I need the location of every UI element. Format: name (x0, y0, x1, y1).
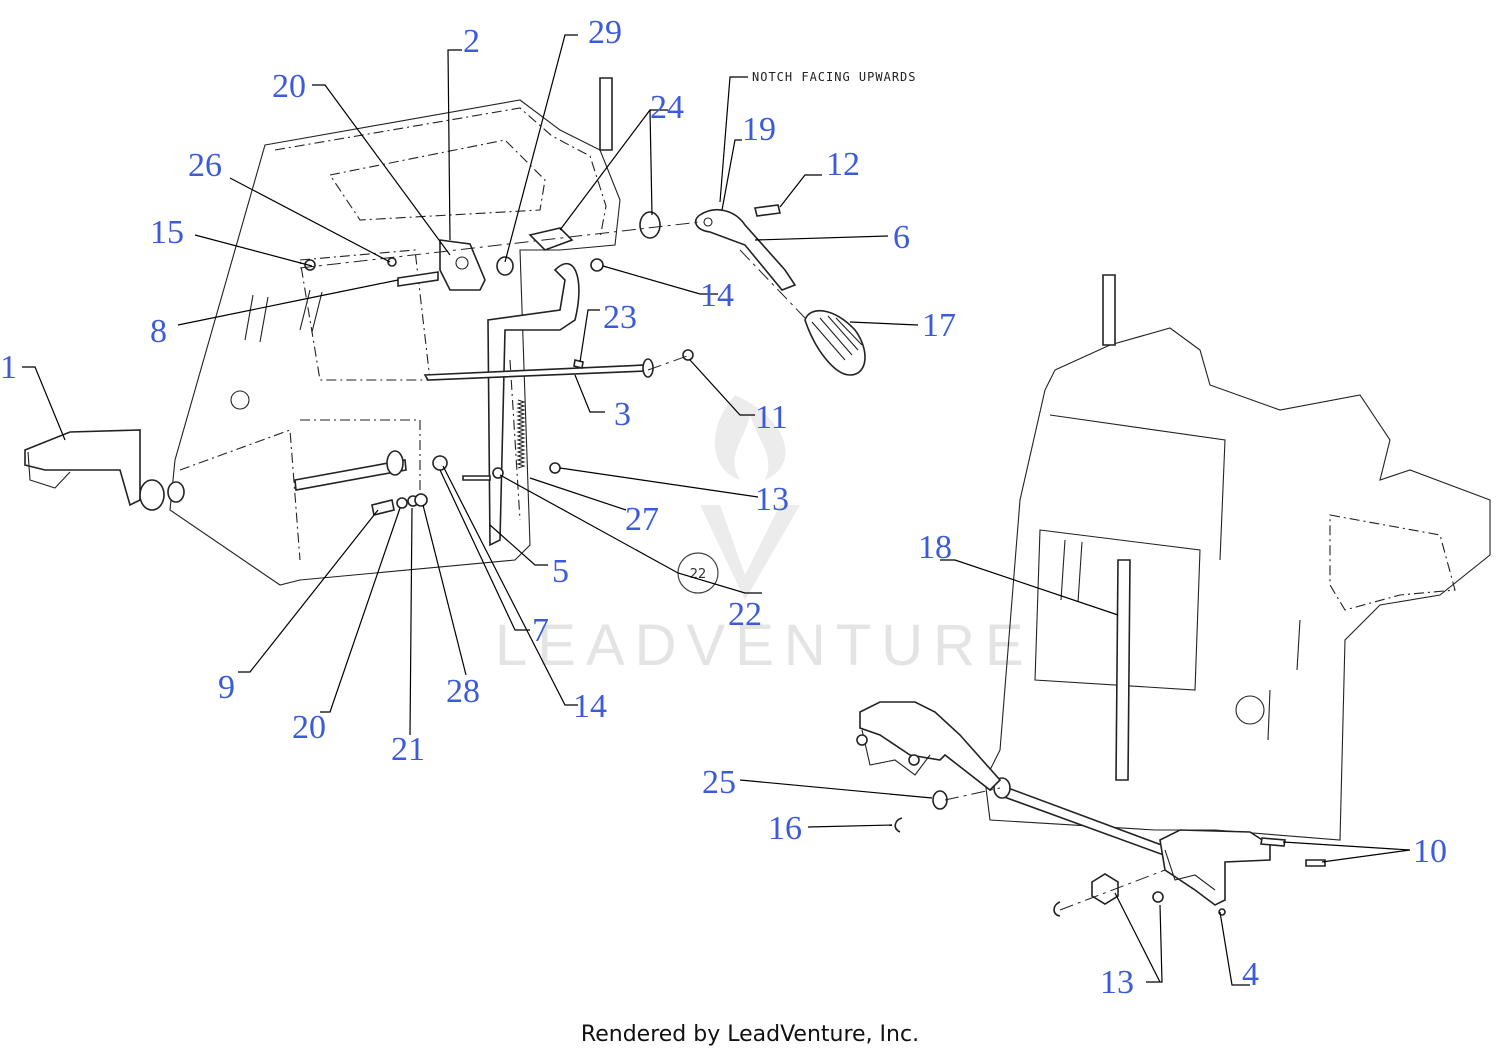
reference-bubble-22: 22 (677, 552, 719, 594)
callout-16: 16 (768, 810, 802, 847)
callout-15: 15 (150, 214, 184, 251)
callout-26: 26 (188, 147, 222, 184)
callout-24: 24 (650, 89, 684, 126)
callout-5: 5 (552, 553, 569, 590)
footer-credit: Rendered by LeadVenture, Inc. (580, 1022, 920, 1047)
reference-bubble-label: 22 (690, 567, 707, 582)
callout-21: 21 (391, 731, 425, 768)
callout-11: 11 (755, 399, 788, 436)
callout-20-b: 20 (292, 709, 326, 746)
callout-10: 10 (1413, 833, 1447, 870)
callout-6: 6 (893, 219, 910, 256)
callout-19: 19 (742, 111, 776, 148)
callout-14-a: 14 (700, 277, 734, 314)
right-frame-assembly (856, 274, 1491, 917)
callout-20-a: 20 (272, 68, 306, 105)
callout-8: 8 (150, 313, 167, 350)
callout-18: 18 (918, 529, 952, 566)
callout-3: 3 (614, 396, 631, 433)
callout-9: 9 (218, 669, 235, 706)
callout-14-b: 14 (573, 688, 607, 725)
callout-25: 25 (702, 764, 736, 801)
callout-4: 4 (1242, 956, 1259, 993)
callout-22: 22 (728, 596, 762, 633)
leader-lines (22, 34, 1411, 986)
callout-13-a: 13 (755, 481, 789, 518)
callout-12: 12 (826, 146, 860, 183)
callout-29: 29 (588, 14, 622, 51)
callout-labels: 1 2 3 4 5 6 7 8 9 10 11 12 13 13 14 14 1… (0, 14, 1447, 1001)
callout-23: 23 (603, 299, 637, 336)
left-frame-assembly (24, 77, 866, 586)
note-text: NOTCH FACING UPWARDS (752, 70, 917, 84)
watermark-text: LEADVENTURE (495, 613, 1034, 678)
callout-2: 2 (463, 23, 480, 60)
callout-28: 28 (446, 673, 480, 710)
watermark: LEADVENTURE (495, 395, 1034, 678)
callout-27: 27 (625, 501, 659, 538)
notch-note: NOTCH FACING UPWARDS (719, 70, 917, 203)
callout-1: 1 (0, 349, 17, 386)
callout-13-b: 13 (1100, 964, 1134, 1001)
callout-17: 17 (922, 307, 956, 344)
callout-7: 7 (532, 612, 549, 649)
